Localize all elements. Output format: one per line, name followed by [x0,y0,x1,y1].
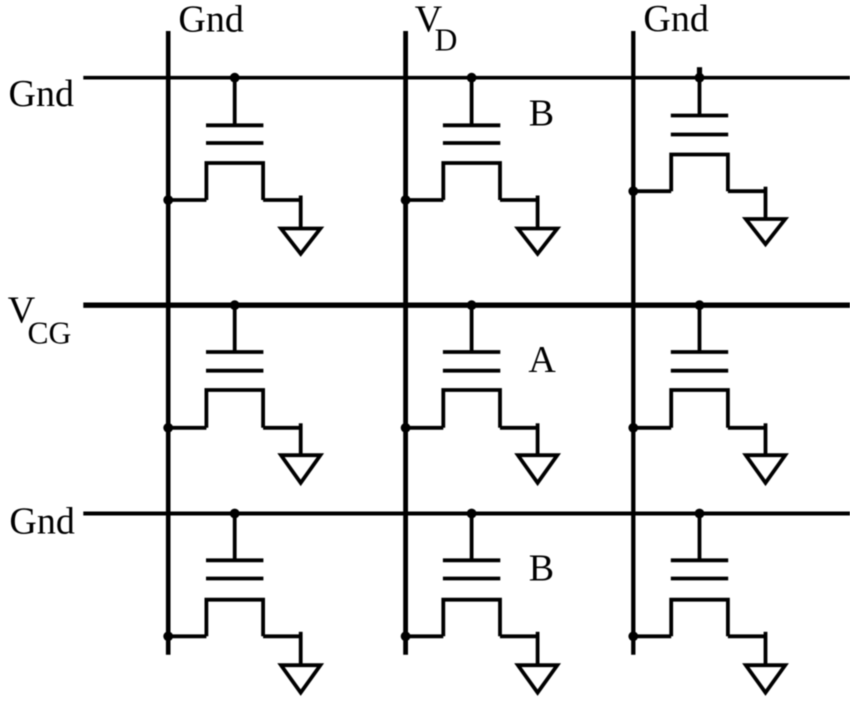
svg-text:V: V [8,290,36,332]
svg-text:Gnd: Gnd [9,501,74,543]
svg-text:V: V [415,0,443,41]
svg-text:Gnd: Gnd [9,73,74,115]
svg-text:Gnd: Gnd [643,0,708,40]
svg-text:B: B [529,548,554,590]
svg-text:CG: CG [28,316,72,351]
svg-text:B: B [529,93,554,135]
svg-text:Gnd: Gnd [178,0,243,41]
svg-text:D: D [435,23,458,58]
svg-text:A: A [528,339,556,381]
